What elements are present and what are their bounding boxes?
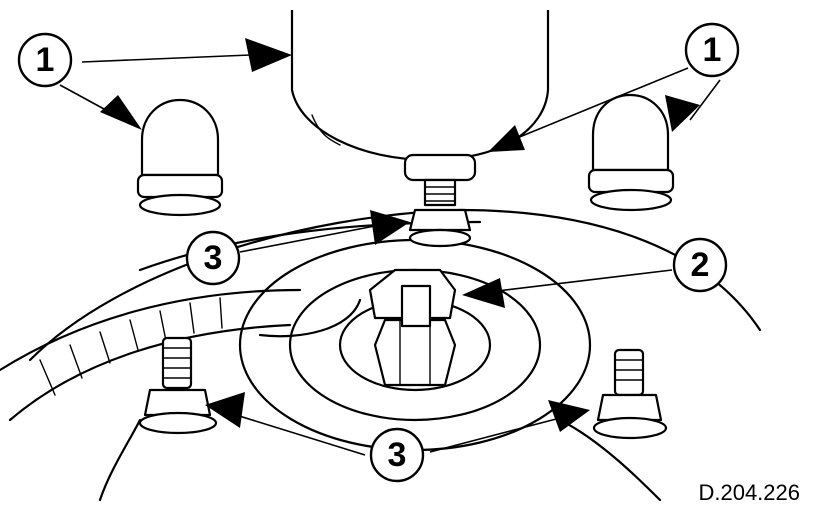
callout-1-right: 1 [684, 22, 740, 78]
strut-cylinder [290, 10, 550, 182]
leader-lines [59, 54, 721, 456]
connector-clip [258, 268, 457, 338]
arrow-bolt-left [205, 392, 245, 428]
arrow-cap-right [665, 95, 700, 132]
callout-3-lower: 3 [369, 427, 425, 483]
top-stud [408, 178, 472, 248]
arrow-connector [462, 278, 505, 308]
callout-label: 2 [691, 246, 710, 284]
arrow-cylinder-base [488, 125, 525, 152]
arrow-cylinder-top [245, 38, 292, 72]
strut-tower-curve-inner [8, 323, 292, 422]
hatch-lines [39, 297, 223, 396]
arrow-bolt-right [548, 400, 590, 432]
strut-tower-curve-outer [0, 288, 302, 372]
mount-plate-lower-edge [98, 418, 142, 502]
arrowheads [100, 38, 700, 432]
dust-cap-left [136, 98, 224, 217]
arrow-cap-left [100, 95, 142, 130]
callout-1-left: 1 [17, 32, 73, 88]
mount-plate-right-edge [558, 418, 662, 502]
callout-label: 3 [388, 436, 407, 474]
bolt-stud-right [592, 348, 668, 440]
dust-cap-right [587, 93, 675, 212]
center-hex-nut [373, 318, 457, 387]
callout-2: 2 [672, 237, 728, 293]
arrow-top-nut [370, 210, 410, 245]
callout-label: 1 [703, 31, 722, 69]
bolt-stud-left [138, 336, 218, 435]
callout-label: 1 [36, 41, 55, 79]
reference-code: D.204.226 [698, 480, 800, 505]
callout-label: 3 [204, 239, 223, 277]
callout-3-upper: 3 [185, 230, 241, 286]
